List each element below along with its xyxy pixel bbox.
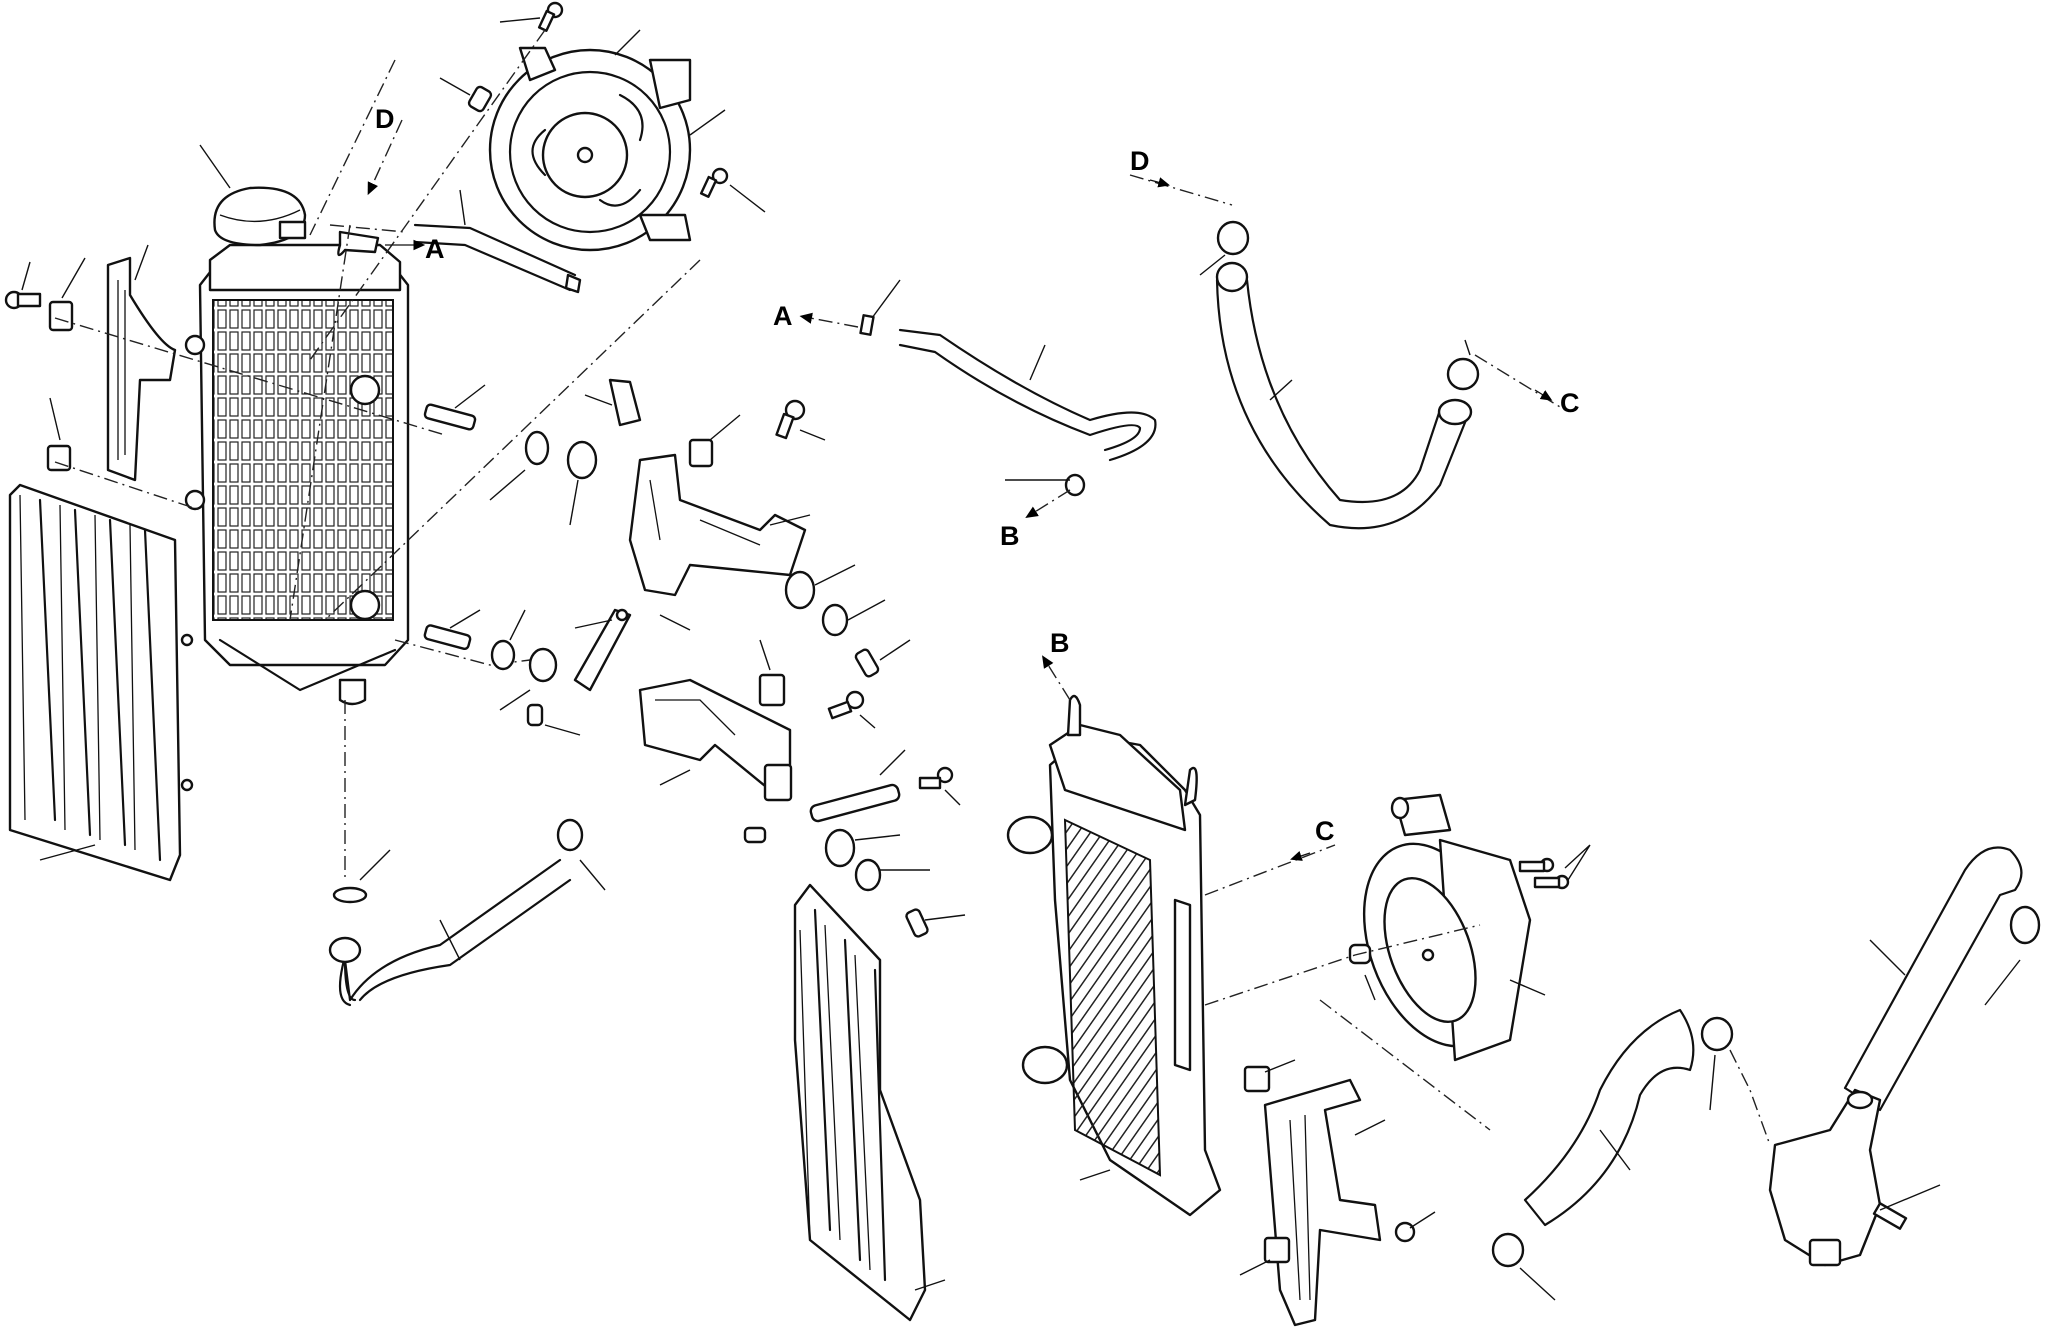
left-radiator bbox=[184, 243, 410, 706]
lower-right-hose bbox=[1491, 1008, 1734, 1301]
clip-nut-middle-upper bbox=[584, 378, 642, 427]
lower-left-hose bbox=[328, 818, 606, 1007]
spacer-sleeve bbox=[743, 749, 961, 844]
right-cooling-fan bbox=[1362, 793, 1546, 1062]
left-cooling-fan bbox=[488, 29, 726, 252]
left-clip-nut-upper bbox=[48, 257, 86, 332]
fan-spacer-top bbox=[439, 77, 493, 113]
vertical-right-hose bbox=[1843, 846, 2041, 1112]
overflow-hose-center bbox=[859, 279, 1157, 497]
rubber-grommet-upper bbox=[489, 430, 598, 526]
label-d: D bbox=[375, 104, 395, 134]
left-bolt-upper bbox=[4, 261, 42, 310]
clip-nut-lower-middle bbox=[659, 614, 793, 802]
rubber-grommet-right bbox=[784, 564, 911, 678]
label-b-center: B bbox=[1000, 521, 1020, 551]
connection-label-b-right: B bbox=[1042, 628, 1071, 701]
overflow-hose-left bbox=[413, 189, 582, 294]
connection-label-b-center: B bbox=[1000, 489, 1071, 551]
radiator-mount-bolt-lower bbox=[423, 609, 581, 736]
thermostat-housing bbox=[1768, 1088, 1941, 1267]
link-plate bbox=[573, 608, 632, 692]
grommet-set-lower bbox=[824, 828, 966, 938]
clip-nut-middle-right bbox=[688, 414, 741, 468]
left-radiator-bracket bbox=[106, 244, 177, 482]
right-radiator-louver bbox=[793, 883, 946, 1322]
label-d-right: D bbox=[1130, 146, 1150, 176]
left-clip-nut-lower bbox=[46, 397, 72, 472]
upper-frame-bracket bbox=[628, 453, 811, 597]
label-c-right: C bbox=[1560, 388, 1580, 418]
right-radiator-bracket bbox=[1239, 1059, 1436, 1327]
fan-screw-right bbox=[699, 167, 766, 213]
right-radiator bbox=[1006, 694, 1222, 1217]
label-a: A bbox=[425, 234, 445, 264]
upper-right-hose bbox=[1199, 220, 1480, 530]
connection-label-a-center: A bbox=[773, 301, 859, 331]
bolt-middle-top bbox=[775, 399, 826, 441]
label-a-center: A bbox=[773, 301, 793, 331]
connection-label-a-left: A bbox=[385, 234, 445, 264]
left-radiator-louver bbox=[8, 483, 194, 882]
connection-label-c-right: C bbox=[1474, 354, 1580, 418]
fan-screw-top bbox=[499, 1, 564, 32]
bolt-lower-middle bbox=[827, 690, 876, 729]
label-c-center: C bbox=[1315, 816, 1335, 846]
connection-label-d-right: D bbox=[1129, 146, 1233, 206]
right-fan-screws bbox=[1518, 844, 1591, 890]
connection-label-c-center: C bbox=[1204, 816, 1336, 896]
connection-label-d-left: D bbox=[367, 104, 403, 196]
radiator-mount-bolt-upper bbox=[423, 384, 486, 431]
label-b-right: B bbox=[1050, 628, 1070, 658]
